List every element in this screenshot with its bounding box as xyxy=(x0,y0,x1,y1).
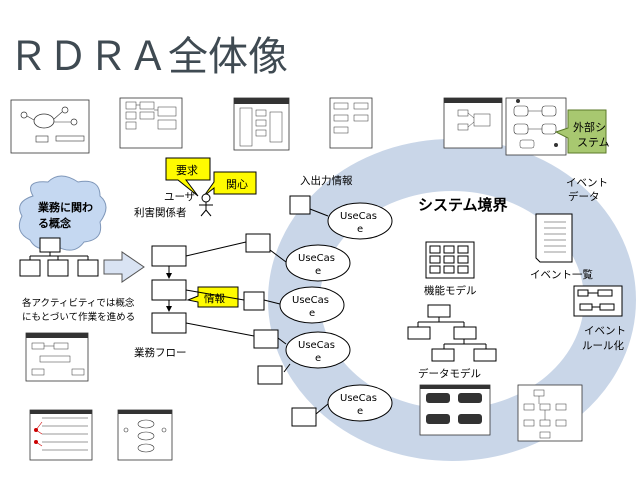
thumbnail-rule-diagram xyxy=(29,409,93,461)
concept-tree xyxy=(19,237,99,277)
request-callout xyxy=(165,157,211,197)
thumbnail-requirement-diagram xyxy=(119,97,183,149)
external-system-label-2: ステム xyxy=(577,136,610,149)
thumbnail-list-diagram xyxy=(329,97,373,149)
event-list-label: イベント一覧 xyxy=(530,268,593,281)
event-rule-icon xyxy=(573,285,623,317)
usecase-2-line-2: e xyxy=(315,266,321,277)
thumbnail-activity-diagram xyxy=(25,332,89,382)
usecase-5: UseCas e xyxy=(327,384,393,422)
business-flow-label: 業務フロー xyxy=(134,346,187,359)
external-system-label-1: 外部シ xyxy=(573,120,606,134)
activity-note-1: 各アクティビティでは概念 xyxy=(22,297,135,309)
concern-label: 関心 xyxy=(226,178,248,191)
usecase-3: UseCas e xyxy=(279,286,345,324)
usecase-4-line-2: e xyxy=(315,353,321,364)
concept-label-2: る概念 xyxy=(38,216,72,230)
usecase-3-line-2: e xyxy=(309,308,315,319)
usecase-4: UseCas e xyxy=(285,331,351,369)
data-model-tree xyxy=(407,304,497,362)
usecase-4-line-1: UseCas xyxy=(298,340,335,351)
concept-cloud xyxy=(18,175,107,251)
thumbnail-usecase-diagram xyxy=(117,409,173,461)
activity-note-2: にもとづいて作業を進める xyxy=(22,311,135,323)
usecase-5-line-2: e xyxy=(357,406,363,417)
thumbnail-data-model xyxy=(419,384,491,436)
function-model-icon xyxy=(425,241,475,279)
event-rule-label-2: ルール化 xyxy=(582,339,624,352)
usecase-1-line-1: UseCas xyxy=(340,211,377,222)
external-system-callout xyxy=(554,109,607,154)
function-model-label: 機能モデル xyxy=(424,284,477,297)
actor-icon xyxy=(199,193,213,217)
usecase-2-line-1: UseCas xyxy=(298,253,335,264)
user-label: ユーザ xyxy=(164,191,196,203)
system-boundary-label: システム境界 xyxy=(418,196,508,214)
screen-boxes xyxy=(243,195,317,427)
event-data-label-2: データ xyxy=(568,190,600,203)
page-title: ＲＤＲＡ全体像 xyxy=(8,34,288,80)
usecase-1-line-2: e xyxy=(357,224,363,235)
concept-to-flow-arrow xyxy=(103,251,145,283)
io-info-label: 入出力情報 xyxy=(300,174,353,187)
thumbnail-rule-detail xyxy=(517,384,583,442)
stakeholder-label: 利害関係者 xyxy=(134,206,187,219)
event-data-label-1: イベント xyxy=(566,177,608,189)
thumbnail-business-diagram xyxy=(233,97,290,151)
info-label: 情報 xyxy=(204,292,225,305)
request-label: 要求 xyxy=(176,164,198,177)
usecase-1: UseCas e xyxy=(327,202,393,240)
concept-label-1: 業務に関わ xyxy=(37,200,93,214)
usecase-5-line-1: UseCas xyxy=(340,393,377,404)
usecase-3-line-1: UseCas xyxy=(292,295,329,306)
event-list-icon xyxy=(535,213,573,263)
thumbnail-flow-diagram xyxy=(443,97,503,149)
event-rule-label-1: イベント xyxy=(584,325,626,337)
thumbnail-context-diagram xyxy=(10,99,90,154)
data-model-label: データモデル xyxy=(418,367,481,380)
usecase-2: UseCas e xyxy=(285,244,351,282)
screen-connectors xyxy=(185,208,329,415)
thumbnail-state-diagram xyxy=(505,97,567,156)
business-flow xyxy=(151,245,187,334)
concern-callout xyxy=(203,171,257,197)
